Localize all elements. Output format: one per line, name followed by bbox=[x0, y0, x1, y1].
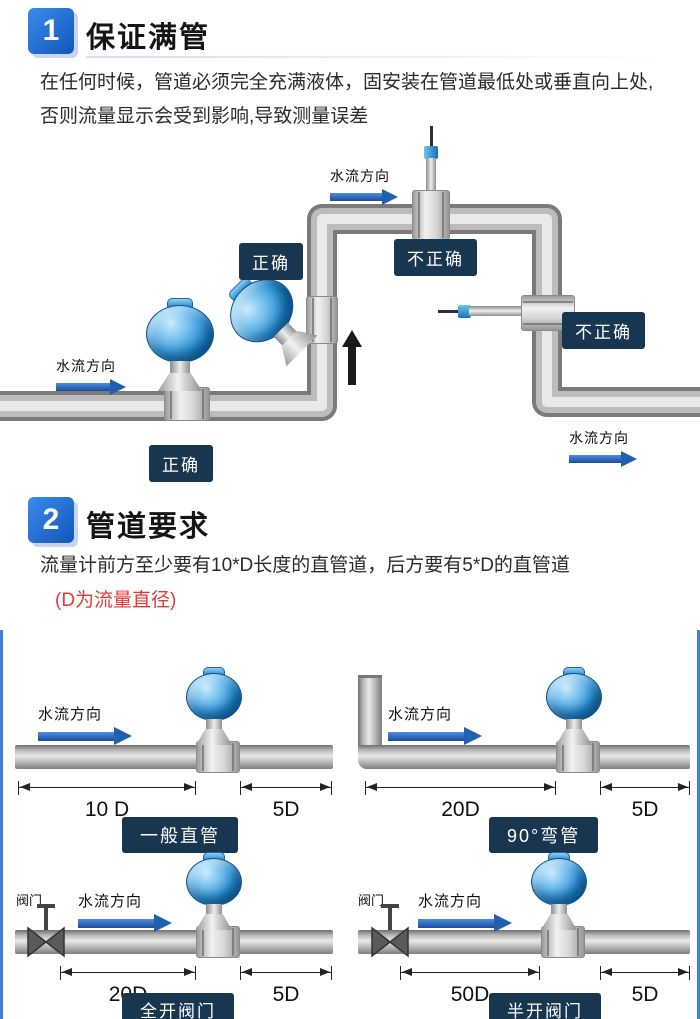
dimension-back-a: 5D bbox=[240, 781, 332, 822]
flow-direction-label: 水流方向 bbox=[569, 430, 629, 446]
flow-arrow-icon bbox=[418, 914, 512, 933]
meter-cone bbox=[158, 373, 202, 391]
pipe-fitting bbox=[196, 741, 240, 773]
up-arrow-icon bbox=[341, 330, 363, 385]
section2-body-text: 流量计前方至少要有10*D长度的直管道，后方要有5*D的直管道 bbox=[40, 555, 570, 576]
dimension-front-d: 50D bbox=[400, 966, 540, 1007]
flow-direction-label: 水流方向 bbox=[38, 706, 103, 723]
sensor-needle-right bbox=[438, 310, 460, 313]
dimension-label: 5D bbox=[631, 798, 659, 821]
section1-number-badge: 1 bbox=[28, 8, 74, 54]
valve-label-d: 阀门 bbox=[358, 893, 385, 908]
section2-note: (D为流量直径) bbox=[55, 590, 177, 611]
tag-incorrect-right: 不正确 bbox=[562, 312, 645, 349]
pipe-bend-vertical bbox=[358, 675, 382, 755]
flow-arrow-icon bbox=[56, 379, 126, 395]
flow-arrow-icon bbox=[388, 727, 482, 746]
dimension-label: 10 D bbox=[84, 798, 130, 821]
sensor-blue-band-top bbox=[424, 146, 438, 159]
flow-arrow-icon bbox=[78, 914, 172, 933]
pipe-straight-a bbox=[15, 745, 333, 769]
section1-title-underline bbox=[86, 56, 672, 58]
dimension-label: 5D bbox=[272, 983, 300, 1006]
dimension-back-d: 5D bbox=[600, 966, 690, 1007]
tag-diagram-c: 全开阀门 bbox=[122, 993, 234, 1019]
flow-meter-c bbox=[186, 852, 242, 930]
pipe-straight-b bbox=[358, 745, 690, 769]
right-edge-strip bbox=[697, 630, 700, 1019]
pipe-fitting bbox=[196, 926, 240, 958]
flow-direction-b: 水流方向 bbox=[388, 703, 482, 746]
section2-number-badge: 2 bbox=[28, 497, 74, 543]
flow-arrow-icon bbox=[569, 451, 637, 467]
pipe-straight-d bbox=[358, 930, 690, 954]
flow-meter-correct-bottom bbox=[146, 298, 214, 391]
section1-title: 保证满管 bbox=[86, 22, 211, 54]
flow-direction-label: 水流方向 bbox=[330, 168, 390, 184]
flow-direction-label: 水流方向 bbox=[56, 358, 116, 374]
dimension-front-a: 10 D bbox=[18, 781, 196, 822]
dimension-label: 20D bbox=[441, 798, 480, 821]
valve-label-c: 阀门 bbox=[16, 893, 43, 908]
sensor-needle-top bbox=[430, 126, 433, 148]
tag-correct-bottom: 正确 bbox=[149, 445, 213, 482]
dimension-label: 5D bbox=[631, 983, 659, 1006]
tag-diagram-b: 90°弯管 bbox=[489, 817, 599, 853]
valve-icon bbox=[371, 904, 409, 958]
tag-diagram-d: 半开阀门 bbox=[489, 993, 601, 1019]
pipe-fitting bbox=[164, 387, 210, 421]
meter-head bbox=[146, 305, 214, 363]
sensor-rod-right bbox=[469, 306, 523, 316]
valve-icon bbox=[27, 904, 65, 958]
dimension-front-b: 20D bbox=[365, 781, 556, 822]
dimension-label: 5D bbox=[272, 798, 300, 821]
flow-meter-b bbox=[546, 667, 602, 745]
flow-direction-label: 水流方向 bbox=[388, 706, 453, 723]
sensor-body-top bbox=[412, 190, 450, 240]
section2-title: 管道要求 bbox=[86, 511, 211, 543]
tag-incorrect-top: 不正确 bbox=[394, 239, 477, 276]
flow-direction-label: 水流方向 bbox=[78, 893, 143, 910]
dimension-label: 50D bbox=[450, 983, 490, 1006]
flow-direction-d: 水流方向 bbox=[418, 890, 512, 933]
sensor-rod-top bbox=[426, 158, 436, 192]
flow-direction-c: 水流方向 bbox=[78, 890, 172, 933]
pipe-fitting bbox=[541, 926, 585, 958]
tag-correct-tilted: 正确 bbox=[239, 243, 303, 280]
flow-direction-top: 水流方向 bbox=[330, 166, 398, 205]
flow-meter-a bbox=[186, 667, 242, 745]
pipe-straight-c bbox=[15, 930, 333, 954]
flow-arrow-icon bbox=[330, 189, 398, 205]
flow-direction-bottom-right: 水流方向 bbox=[569, 428, 637, 467]
pipe-fitting bbox=[556, 741, 600, 773]
flow-meter-d bbox=[531, 852, 587, 930]
dimension-back-c: 5D bbox=[240, 966, 332, 1007]
meter-neck bbox=[170, 361, 190, 373]
flow-direction-label: 水流方向 bbox=[418, 893, 483, 910]
left-edge-strip bbox=[0, 630, 3, 1019]
flow-direction-left: 水流方向 bbox=[56, 356, 126, 395]
flow-direction-a: 水流方向 bbox=[38, 703, 132, 746]
flow-arrow-icon bbox=[38, 727, 132, 746]
sensor-blue-band-right bbox=[458, 305, 471, 318]
tag-diagram-a: 一般直管 bbox=[122, 817, 238, 853]
section1-body-text: 在任何时候，管道必须完全充满液体，固安装在管道最低处或垂直向上处,否则流量显示会… bbox=[40, 72, 654, 127]
dimension-back-b: 5D bbox=[600, 781, 690, 822]
